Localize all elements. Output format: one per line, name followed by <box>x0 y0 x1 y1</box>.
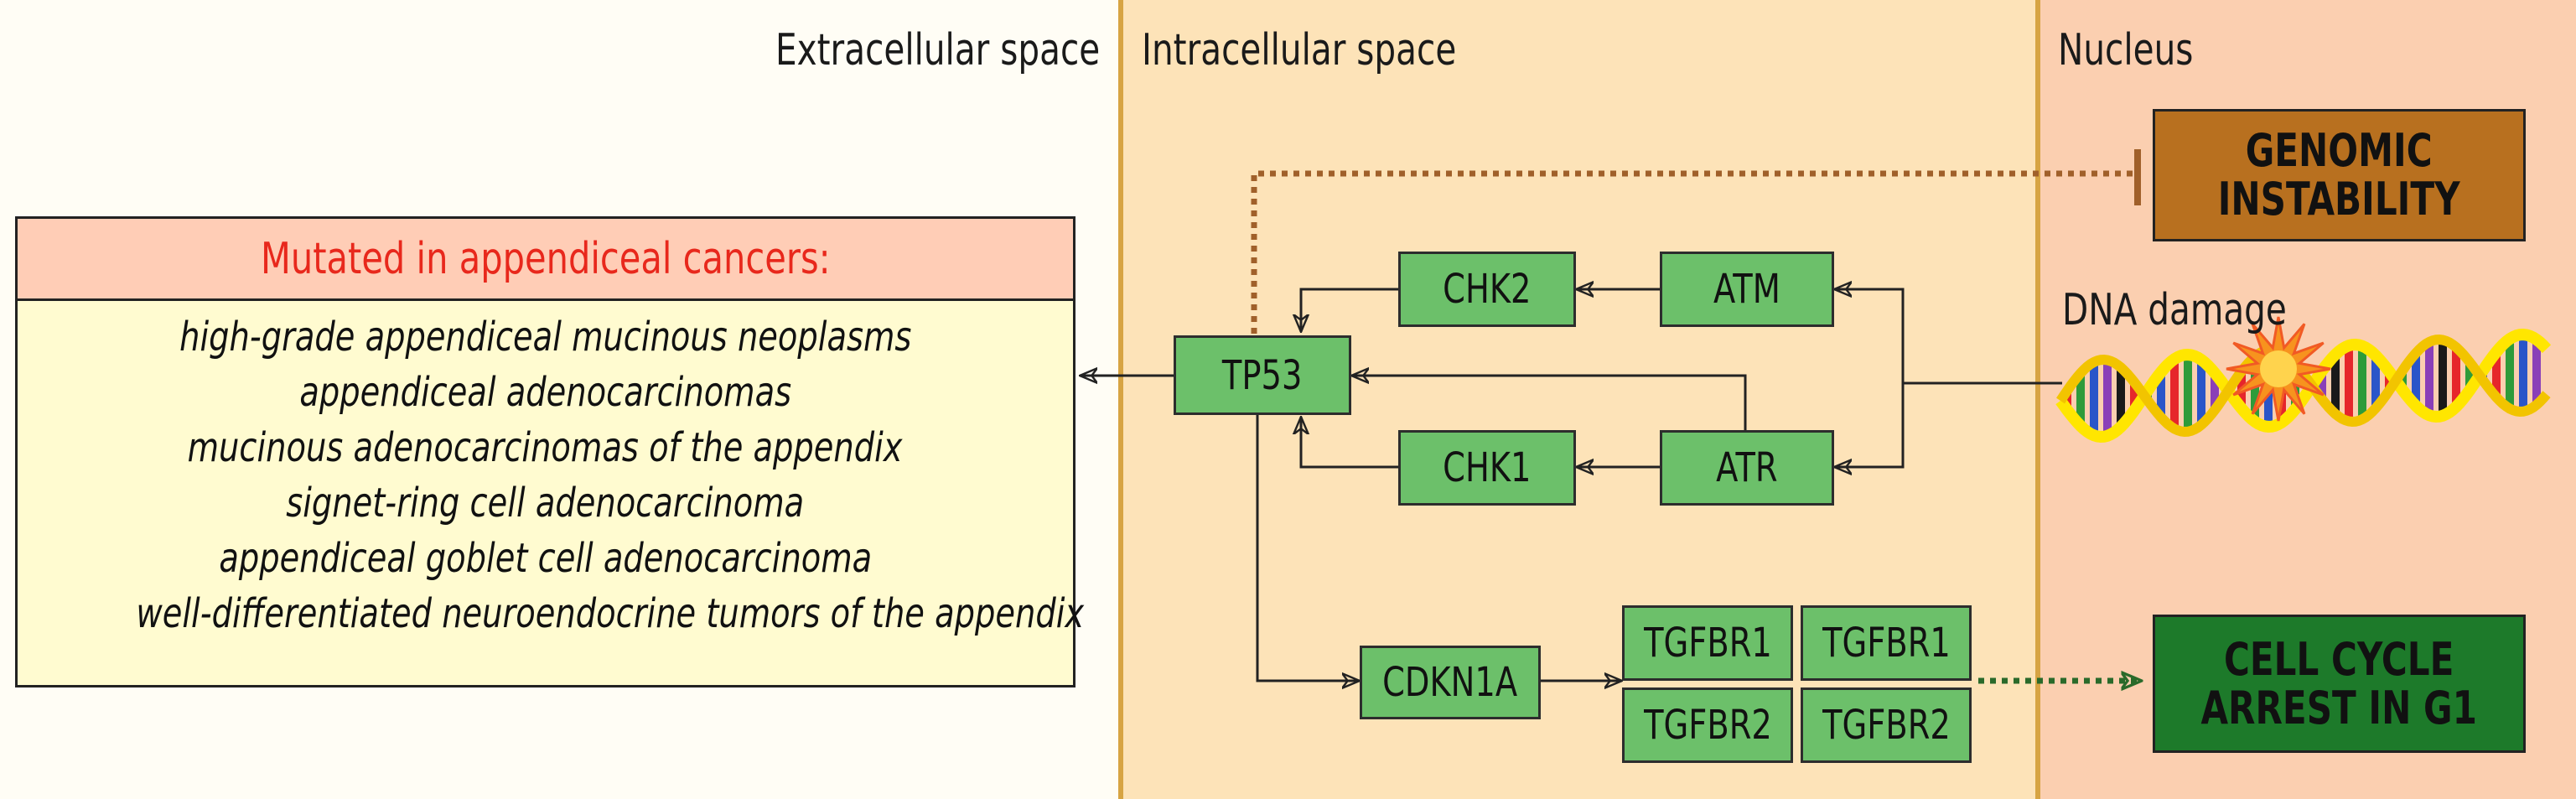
membrane-divider <box>1118 0 1123 799</box>
mutated-cancers-list: high-grade appendiceal mucinous neoplasm… <box>18 301 1085 641</box>
tgfbr1-node-left: TGFBR1 <box>1622 605 1793 681</box>
list-item: high-grade appendiceal mucinous neoplasm… <box>179 314 912 361</box>
nuclear-envelope-divider <box>2035 0 2040 799</box>
cell-cycle-arrest-box: CELL CYCLE ARREST IN G1 <box>2153 615 2526 753</box>
tgfbr2-node-right: TGFBR2 <box>1801 687 1972 763</box>
list-item: signet-ring cell adenocarcinoma <box>286 480 805 527</box>
tgfbr1-node-right: TGFBR1 <box>1801 605 1972 681</box>
atr-node: ATR <box>1660 430 1834 506</box>
genomic-instability-box: GENOMIC INSTABILITY <box>2153 109 2526 241</box>
list-item: appendiceal adenocarcinomas <box>299 369 791 416</box>
list-item: mucinous adenocarcinomas of the appendix <box>188 424 903 471</box>
chk2-node: CHK2 <box>1398 252 1576 327</box>
chk1-to-tp53-arrow <box>1301 417 1398 469</box>
tp53-node: TP53 <box>1174 335 1351 415</box>
chk2-to-tp53-arrow <box>1301 288 1398 332</box>
dna-to-atr-line <box>1834 383 1905 467</box>
atr-to-tp53-arrow <box>1351 376 1747 438</box>
nucleus-label: Nucleus <box>2058 25 2194 75</box>
tp53-to-cdkn1a-arrow <box>1256 415 1360 681</box>
dna-damage-burst-icon <box>2226 316 2331 422</box>
dna-damage-label: DNA damage <box>2062 285 2287 335</box>
extracellular-label: Extracellular space <box>775 25 1101 75</box>
chk1-node: CHK1 <box>1398 430 1576 506</box>
mutated-cancers-title: Mutated in appendiceal cancers: <box>18 219 1073 301</box>
tgfbr2-node-left: TGFBR2 <box>1622 687 1793 763</box>
intracellular-label: Intracellular space <box>1142 25 1457 75</box>
list-item: appendiceal goblet cell adenocarcinoma <box>219 535 872 582</box>
list-item: well-differentiated neuroendocrine tumor… <box>136 590 1085 637</box>
dna-to-atm-line <box>1834 289 2062 385</box>
cdkn1a-node: CDKN1A <box>1360 646 1541 719</box>
atm-node: ATM <box>1660 252 1834 327</box>
mutated-cancers-box: Mutated in appendiceal cancers: high-gra… <box>15 216 1085 687</box>
